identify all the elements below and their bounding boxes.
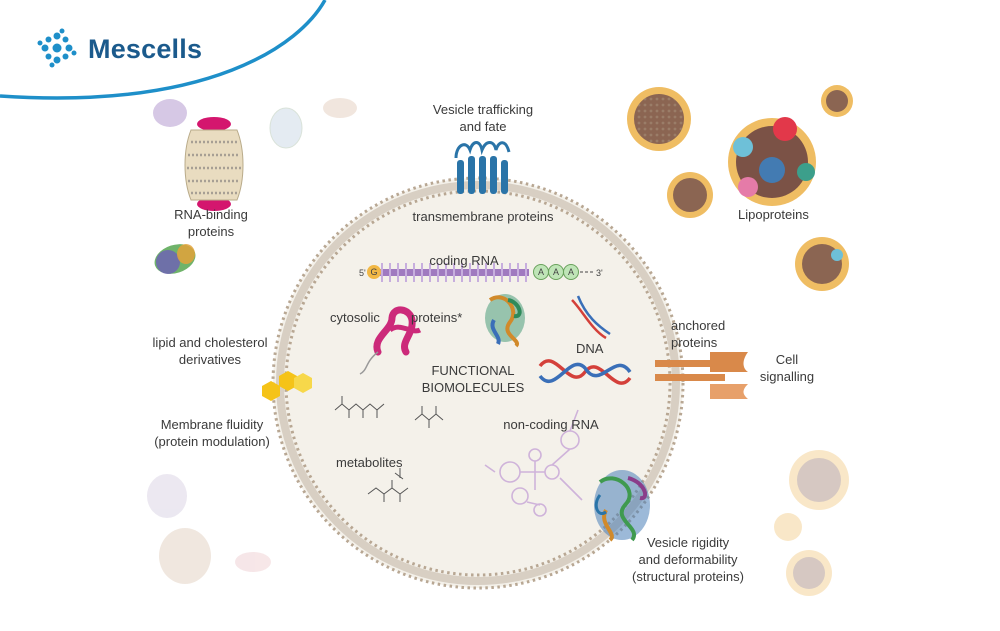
cytosolic-protein-icon: [359, 306, 422, 375]
non-coding-rna-icon: [484, 409, 583, 517]
extracellular-vesicle: [271, 176, 685, 590]
coding-rna-icon: [367, 263, 594, 282]
metabolite-structure-icon: [334, 396, 444, 502]
protein-structure-icon: [485, 294, 525, 348]
rainbow-protein-icon: [154, 244, 196, 274]
dna-label: DNA: [576, 341, 604, 356]
poly-a-2-label: A: [553, 267, 559, 277]
anchored-proteins-line1: anchored: [671, 318, 725, 333]
rna-binding-protein-icon: [184, 117, 244, 211]
coding-rna-label: coding RNA: [429, 253, 499, 268]
vesicle-trafficking-label-line1: Vesicle trafficking: [433, 102, 533, 117]
rna-binding-label-line1: RNA-binding: [174, 207, 248, 222]
metabolites-label: metabolites: [336, 455, 403, 470]
membrane-fluidity-line1: Membrane fluidity: [161, 417, 264, 432]
cell-signalling-line2: signalling: [760, 369, 814, 384]
proteins-star-label: proteins*: [411, 310, 462, 325]
functional-biomolecules-line1: FUNCTIONAL: [431, 363, 514, 378]
rna-binding-label-line2: proteins: [188, 224, 235, 239]
poly-a-3-label: A: [568, 267, 574, 277]
cell-signalling-line1: Cell: [776, 352, 799, 367]
lipoproteins-label: Lipoproteins: [738, 207, 809, 222]
five-prime-label: 5': [359, 268, 366, 278]
protein-complex-icon: [594, 470, 650, 542]
lipoprotein-icon: [627, 85, 853, 291]
vesicle-rigidity-line2: and deformability: [639, 552, 738, 567]
non-coding-rna-label: non-coding RNA: [503, 417, 599, 432]
anchored-proteins-line2: proteins: [671, 335, 718, 350]
cap-label: G: [370, 267, 377, 277]
header-swoosh: [0, 0, 327, 100]
mescells-logo-icon: [37, 28, 77, 68]
cytosolic-label: cytosolic: [330, 310, 380, 325]
membrane-fluidity-line2: (protein modulation): [154, 434, 270, 449]
faded-lipoproteins: [774, 450, 849, 596]
three-prime-label: 3': [596, 268, 603, 278]
transmembrane-protein-icon: [454, 141, 511, 194]
vesicle-rigidity-line1: Vesicle rigidity: [647, 535, 730, 550]
dna-helix-icon: [538, 359, 632, 385]
lipid-cholesterol-line1: lipid and cholesterol: [153, 335, 268, 350]
dna-helix-small-icon: [571, 295, 611, 340]
anchored-protein-icon: [655, 352, 748, 399]
lipid-cholesterol-line2: derivatives: [179, 352, 242, 367]
functional-biomolecules-line2: BIOMOLECULES: [422, 380, 525, 395]
brand-name: Mescells: [88, 33, 203, 64]
faded-protein-cluster-left: [147, 98, 357, 584]
vesicle-rigidity-line3: (structural proteins): [632, 569, 744, 584]
lipid-hexagon-icon: [262, 371, 312, 401]
vesicle-trafficking-label-line2: and fate: [460, 119, 507, 134]
header-swoosh-fill: [0, 0, 325, 98]
brand-logo[interactable]: Mescells: [36, 26, 202, 72]
poly-a-1-label: A: [538, 267, 544, 277]
transmembrane-proteins-label: transmembrane proteins: [413, 209, 554, 224]
